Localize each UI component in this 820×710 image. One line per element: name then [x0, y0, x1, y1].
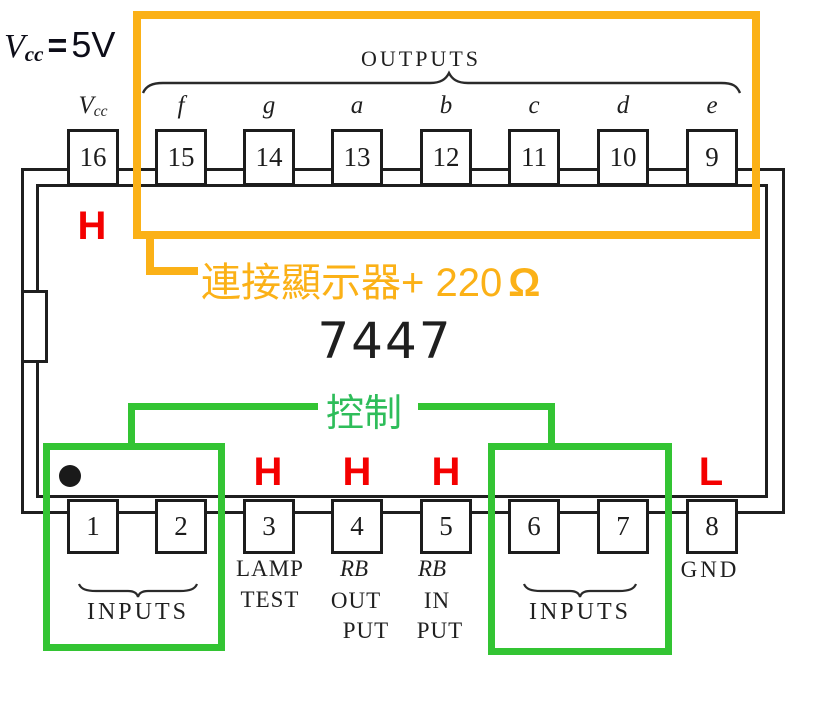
pin-14: 14 [243, 129, 295, 186]
pin9-name-e: e [706, 92, 718, 119]
pin8-label-gnd: GND [680, 557, 740, 582]
pin8-level-l: L [698, 450, 724, 494]
chip-outer-outline [21, 168, 785, 514]
pin-16: 16 [67, 129, 119, 186]
pin4-label-out: OUT [330, 588, 382, 613]
inputs-highlight-box-left [43, 443, 225, 651]
control-line-right [418, 403, 555, 410]
ohm-symbol: Ω [508, 261, 541, 305]
pin5-label-in: IN [423, 588, 451, 613]
control-line-left [128, 403, 318, 410]
inputs-left-brace [77, 583, 199, 598]
pin16-level-h: H [77, 204, 107, 248]
pin5-level-h: H [431, 450, 461, 494]
pin10-name-d: d [616, 92, 630, 119]
outputs-highlight-box [133, 11, 760, 239]
pin-5: 5 [420, 499, 472, 554]
pin15-name-f: f [177, 92, 185, 119]
pin-13: 13 [331, 129, 383, 186]
pin-10: 10 [597, 129, 649, 186]
pin-9: 9 [686, 129, 738, 186]
inputs-right-brace [522, 583, 638, 598]
pin5-label-rb: RB [417, 556, 447, 581]
pin-11: 11 [508, 129, 560, 186]
pin-12: 12 [420, 129, 472, 186]
pin-7: 7 [597, 499, 649, 554]
pin3-level-h: H [253, 450, 283, 494]
pin11-name-c: c [528, 92, 540, 119]
pin-2: 2 [155, 499, 207, 554]
pin-15: 15 [155, 129, 207, 186]
pin16-name-vcc: Vcc [78, 92, 108, 120]
control-line-right-drop [548, 403, 555, 446]
outputs-brace [141, 70, 742, 94]
pin3-label-test: TEST [240, 587, 300, 612]
pin5-label-put: PUT [416, 618, 464, 643]
pin4-label-rb: RB [339, 556, 369, 581]
supply-vcc-symbol: Vcc [4, 28, 44, 66]
pin-3: 3 [243, 499, 295, 554]
outputs-note-connector-vertical [146, 235, 154, 275]
pin-8: 8 [686, 499, 738, 554]
control-line-left-drop [128, 403, 135, 446]
chip-pin1-end-notch [24, 290, 48, 363]
pin4-level-h: H [342, 450, 372, 494]
inputs-group-label-right: INPUTS [528, 599, 631, 625]
outputs-group-label: OUTPUTS [360, 46, 481, 71]
pin1-marker-dot [59, 465, 81, 487]
inputs-highlight-box-right [488, 443, 672, 655]
outputs-note-connector-horizontal [146, 267, 198, 275]
pin-1: 1 [67, 499, 119, 554]
pin14-name-g: g [262, 92, 276, 119]
inputs-group-label-left: INPUTS [86, 599, 189, 625]
pin-6: 6 [508, 499, 560, 554]
pin12-name-b: b [439, 92, 453, 119]
supply-voltage-note: Vcc=5V [4, 24, 116, 66]
pin-4: 4 [331, 499, 383, 554]
pin3-label-lamp: LAMP [236, 556, 304, 581]
part-number: 7447 [317, 312, 453, 370]
pin13-name-a: a [350, 92, 364, 119]
pin4-label-put: PUT [342, 618, 390, 643]
control-label: 控制 [326, 393, 403, 435]
